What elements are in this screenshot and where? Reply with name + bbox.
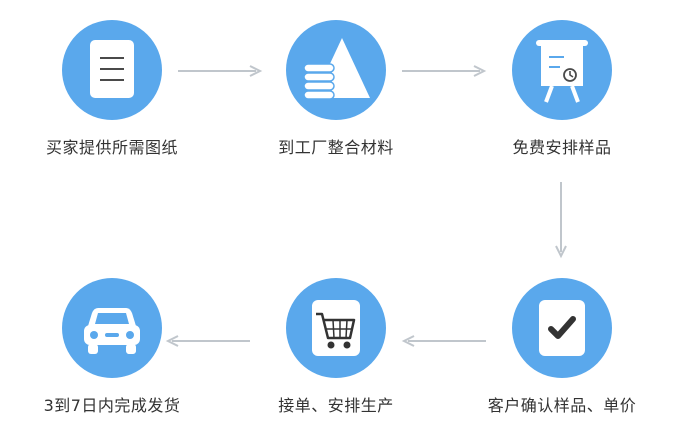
presentation-board-icon <box>536 40 588 103</box>
step-6-label: 3到7日内完成发货 <box>43 396 181 415</box>
materials-icon <box>303 38 370 100</box>
step-2-circle <box>286 20 386 120</box>
shopping-cart-icon <box>312 300 360 356</box>
step-1: 买家提供所需图纸 <box>22 20 202 158</box>
step-3-label: 免费安排样品 <box>512 138 612 157</box>
checkmark-icon <box>539 300 585 356</box>
step-1-circle <box>62 20 162 120</box>
step-3: 免费安排样品 <box>472 20 652 158</box>
step-6-circle <box>62 278 162 378</box>
arrow-step4-to-step5 <box>401 335 486 347</box>
document-icon <box>90 40 134 98</box>
step-5-circle <box>286 278 386 378</box>
step-2-label: 到工厂整合材料 <box>278 138 394 157</box>
step-3-circle <box>512 20 612 120</box>
step-6: 3到7日内完成发货 <box>22 278 202 416</box>
car-icon <box>84 308 140 354</box>
arrow-step5-to-step6 <box>165 335 250 347</box>
arrow-step3-to-step4 <box>555 182 567 259</box>
step-5: 接单、安排生产 <box>246 278 426 416</box>
step-1-label: 买家提供所需图纸 <box>45 138 178 157</box>
step-4: 客户确认样品、单价 <box>472 278 652 416</box>
step-4-circle <box>512 278 612 378</box>
arrow-step2-to-step3 <box>402 65 487 77</box>
step-2: 到工厂整合材料 <box>246 20 426 158</box>
step-4-label: 客户确认样品、单价 <box>487 396 637 415</box>
arrow-step1-to-step2 <box>178 65 263 77</box>
step-5-label: 接单、安排生产 <box>278 396 394 415</box>
